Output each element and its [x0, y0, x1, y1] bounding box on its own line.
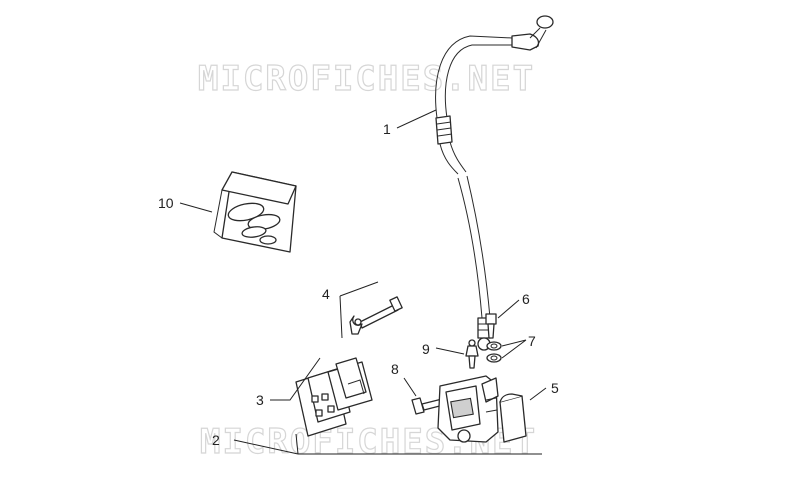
- pad-spring-part: [499, 393, 527, 443]
- leader-7: [501, 339, 527, 359]
- callout-6: 6: [522, 291, 530, 307]
- leader-lines: [179, 109, 547, 455]
- brake-pads-part: [295, 357, 373, 437]
- leader-8: [403, 377, 417, 397]
- callout-8: 8: [391, 361, 399, 377]
- caliper-body-part: [437, 375, 499, 443]
- callout-2: 2: [212, 432, 220, 448]
- pad-pin-part: [349, 296, 403, 335]
- callout-9: 9: [422, 341, 430, 357]
- callout-5: 5: [551, 380, 559, 396]
- seal-kit-part: [213, 171, 297, 253]
- leader-2: [233, 433, 542, 455]
- banjo-bolt-part: [485, 313, 497, 339]
- leader-6: [497, 299, 520, 319]
- callout-7: 7: [528, 333, 536, 349]
- washers-part: [486, 341, 502, 363]
- leader-9: [435, 347, 465, 355]
- callout-1: 1: [383, 121, 391, 137]
- callout-3: 3: [256, 392, 264, 408]
- callout-4: 4: [322, 286, 330, 302]
- leader-1: [396, 109, 437, 129]
- leader-5: [529, 387, 547, 401]
- bleeder-valve-part: [465, 339, 479, 369]
- leader-10: [179, 202, 213, 213]
- callout-10: 10: [158, 195, 174, 211]
- watermark-top: MICROFICHES.NET: [198, 59, 535, 99]
- leader-3: [270, 357, 321, 401]
- leader-4: [339, 281, 379, 339]
